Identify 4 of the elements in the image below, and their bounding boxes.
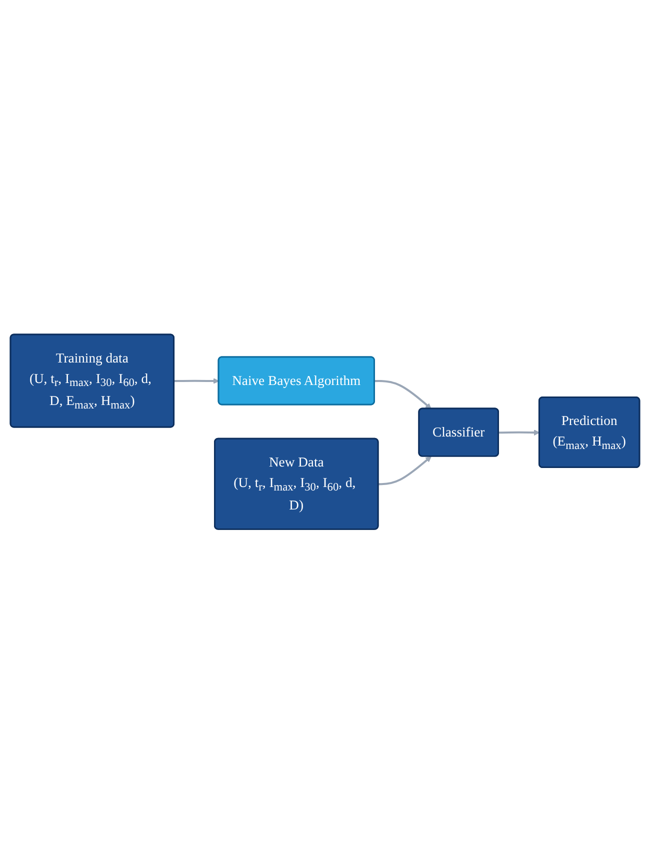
arrow [174,378,220,384]
arrow [378,456,432,486]
arrow [374,380,432,410]
arrow [498,430,540,436]
